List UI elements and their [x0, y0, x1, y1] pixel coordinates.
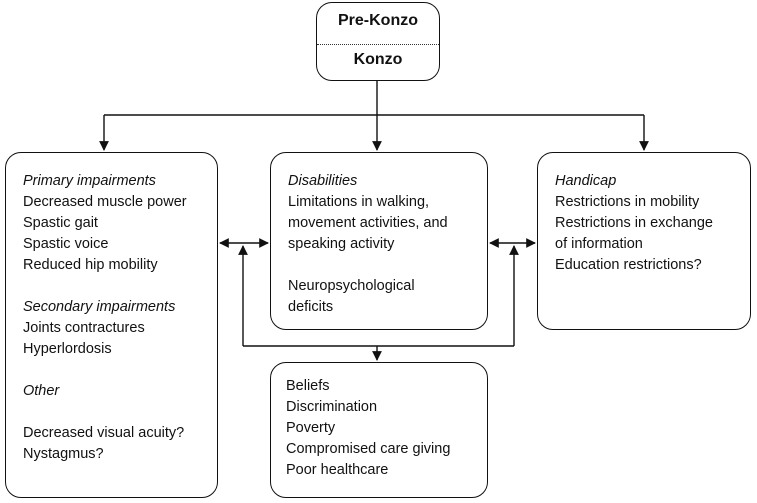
list-item: Neuropsychological — [288, 278, 415, 294]
contextual-factors-box: Beliefs Discrimination Poverty Compromis… — [270, 362, 488, 498]
list-item: Limitations in walking, — [288, 194, 430, 210]
konzo-label: Konzo — [353, 51, 403, 68]
konzo-box: Pre-Konzo Konzo — [316, 2, 440, 81]
pre-konzo-label: Pre-Konzo — [338, 12, 418, 29]
list-item: Education restrictions? — [555, 257, 702, 273]
handicap-box: Handicap Restrictions in mobility Restri… — [537, 152, 751, 330]
list-item: Restrictions in exchange — [555, 215, 713, 231]
list-item: movement activities, and — [288, 215, 448, 231]
list-item: Restrictions in mobility — [555, 194, 700, 210]
list-item: Hyperlordosis — [23, 341, 112, 357]
dotted-separator — [317, 44, 439, 45]
primary-impairments-heading: Primary impairments — [23, 173, 156, 189]
handicap-heading: Handicap — [555, 173, 617, 189]
list-item: Beliefs — [286, 378, 330, 394]
disabilities-heading: Disabilities — [288, 173, 358, 189]
impairments-box: Primary impairments Decreased muscle pow… — [5, 152, 218, 498]
list-item: of information — [555, 236, 643, 252]
list-item: Spastic gait — [23, 215, 98, 231]
list-item: Spastic voice — [23, 236, 109, 252]
list-item: Compromised care giving — [286, 441, 451, 457]
list-item: speaking activity — [288, 236, 395, 252]
list-item: Reduced hip mobility — [23, 257, 158, 273]
list-item: deficits — [288, 299, 334, 315]
list-item: Decreased muscle power — [23, 194, 187, 210]
list-item: Discrimination — [286, 399, 378, 415]
disabilities-box: Disabilities Limitations in walking, mov… — [270, 152, 488, 330]
list-item: Poverty — [286, 420, 336, 436]
list-item: Poor healthcare — [286, 462, 389, 478]
secondary-impairments-heading: Secondary impairments — [23, 299, 176, 315]
list-item: Nystagmus? — [23, 446, 104, 462]
other-heading: Other — [23, 383, 60, 399]
list-item: Joints contractures — [23, 320, 145, 336]
list-item: Decreased visual acuity? — [23, 425, 185, 441]
